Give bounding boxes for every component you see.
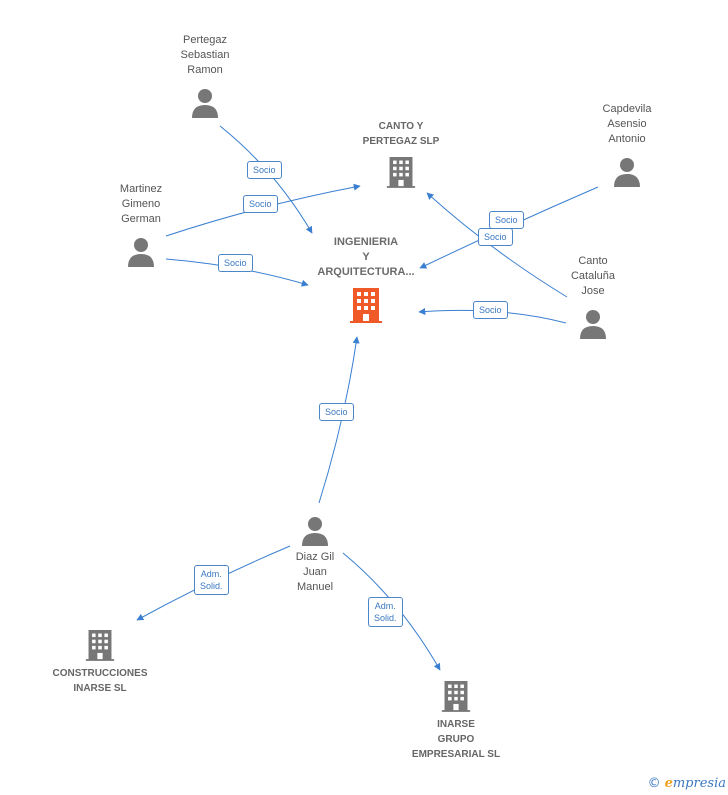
edge-label-socio[interactable]: Socio: [473, 301, 508, 319]
person-icon: [192, 89, 218, 118]
edge-label-socio[interactable]: Socio: [247, 161, 282, 179]
person-label: Capdevila Asensio Antonio: [602, 103, 652, 145]
copyright-icon: ©: [647, 776, 661, 791]
building-icon: [441, 681, 471, 712]
brand-name: mpresia: [672, 776, 726, 791]
edge-canto-cataluna-to-canto-pertegaz: [426, 192, 568, 298]
edge-pertegaz-to-main: [219, 125, 313, 234]
edge-label-adm-solid[interactable]: Adm. Solid.: [368, 597, 403, 627]
person-icon: [302, 517, 328, 546]
empresia-logo[interactable]: ©empresia: [648, 776, 726, 791]
node-canto-y-pertegaz[interactable]: CANTO Y PERTEGAZ SLP: [346, 119, 456, 189]
brand-initial: e: [664, 776, 673, 791]
person-label: Martinez Gimeno German: [119, 183, 163, 225]
building-icon: [350, 288, 382, 323]
building-icon: [85, 630, 115, 661]
edge-label-socio[interactable]: Socio: [489, 211, 524, 229]
node-canto-cataluna-jose[interactable]: Canto Cataluña Jose: [548, 254, 638, 339]
company-label: CANTO Y PERTEGAZ SLP: [362, 121, 440, 147]
edge-label-socio[interactable]: Socio: [243, 195, 278, 213]
node-martinez-gimeno-german[interactable]: Martinez Gimeno German: [96, 182, 186, 267]
edge-label-socio[interactable]: Socio: [478, 228, 513, 246]
node-capdevila-asensio-antonio[interactable]: Capdevila Asensio Antonio: [582, 102, 672, 187]
main-company-label: INGENIERIA Y ARQUITECTURA...: [317, 236, 415, 278]
person-icon: [128, 238, 154, 267]
edge-label-socio[interactable]: Socio: [218, 254, 253, 272]
node-pertegaz-sebastian-ramon[interactable]: Pertegaz Sebastian Ramon: [160, 33, 250, 118]
company-label: CONSTRUCCIONES INARSE SL: [52, 668, 148, 694]
edge-label-socio[interactable]: Socio: [319, 403, 354, 421]
building-icon: [386, 157, 416, 188]
person-icon: [614, 158, 640, 187]
person-label: Canto Cataluña Jose: [570, 255, 616, 297]
node-diaz-gil-juan-manuel[interactable]: Diaz Gil Juan Manuel: [270, 516, 360, 595]
person-label: Pertegaz Sebastian Ramon: [180, 34, 230, 76]
node-inarse-grupo-empresarial[interactable]: INARSE GRUPO EMPRESARIAL SL: [396, 679, 516, 762]
node-main-company[interactable]: INGENIERIA Y ARQUITECTURA...: [301, 235, 431, 324]
person-label: Diaz Gil Juan Manuel: [295, 551, 335, 593]
company-label: INARSE GRUPO EMPRESARIAL SL: [411, 719, 501, 760]
person-icon: [580, 310, 606, 339]
edge-label-adm-solid[interactable]: Adm. Solid.: [194, 565, 229, 595]
node-construcciones-inarse[interactable]: CONSTRUCCIONES INARSE SL: [40, 628, 160, 696]
